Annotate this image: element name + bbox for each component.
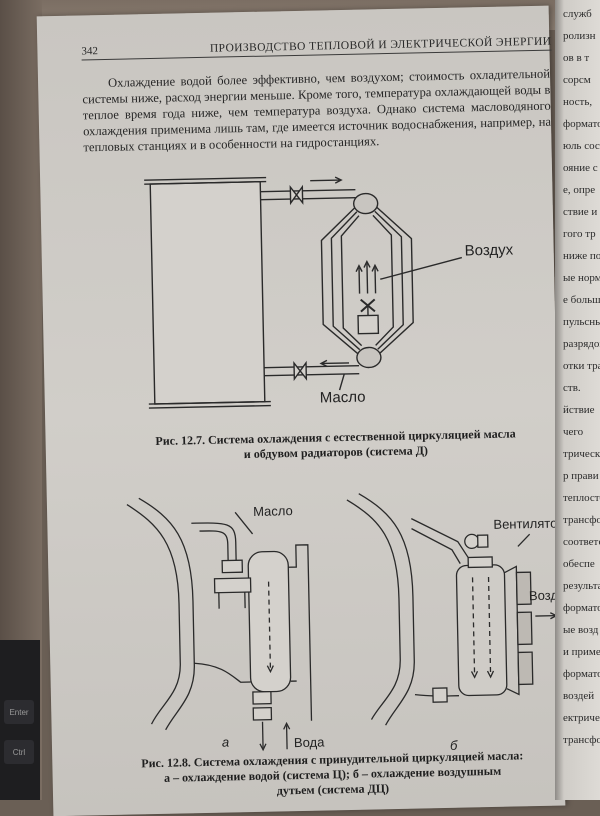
valve-top — [290, 187, 302, 203]
label-oil: Масло — [320, 389, 366, 407]
valve-bottom — [294, 363, 306, 379]
label-air: Воздух — [465, 241, 514, 259]
pump-a — [215, 578, 251, 593]
adjacent-page-text: форматор — [563, 668, 600, 680]
figure-12-7: Воздух Масло — [140, 163, 565, 432]
page-number: 342 — [81, 45, 98, 57]
air-cooler — [456, 565, 507, 696]
adjacent-page-text: чего — [563, 426, 583, 438]
adjacent-page-text: воздей — [563, 690, 594, 702]
adjacent-page-text: форматор — [563, 602, 600, 614]
lower-collector — [357, 347, 381, 367]
adjacent-page-text: пульсны — [563, 316, 600, 328]
label-water-a: Вода — [294, 734, 326, 750]
adjacent-page-text: ность, — [563, 96, 592, 108]
valve-a-top — [222, 560, 242, 572]
body-text: Охлаждение водой более эффективно, чем в… — [82, 66, 552, 156]
adjacent-page-text: р прави — [563, 470, 599, 482]
figure-12-8: Масло Вода Вентилятор Воздух а б — [117, 475, 583, 765]
adjacent-page-text: соответству — [563, 536, 600, 548]
adjacent-page-text: йствие — [563, 404, 595, 416]
adjacent-page-text: ниже пов — [563, 250, 600, 262]
adjacent-page-text: сорсм — [563, 74, 591, 86]
fan-housing-3 — [518, 652, 533, 684]
adjacent-page-text: отки тра — [563, 360, 600, 372]
valve-a-bottom — [253, 692, 271, 704]
adjacent-page-text: е, опре — [563, 184, 595, 196]
adjacent-page-edge: служб ролизн ов в т сорсм ность, форматор юль … — [555, 0, 600, 800]
upper-oil-pipe — [260, 190, 355, 192]
keyboard-key: Enter — [4, 700, 34, 724]
oil-pump-b — [465, 534, 479, 548]
adjacent-page-text: гого тр — [563, 228, 596, 240]
adjacent-page-text: трансфор — [563, 514, 600, 526]
adjacent-page-text: форматор — [563, 118, 600, 130]
air-arrows-icon — [356, 261, 379, 293]
adjacent-page-text: ектрического — [563, 712, 600, 724]
adjacent-page-text: ов в т — [563, 52, 589, 64]
upper-collector — [353, 193, 377, 213]
adjacent-page-text: теплостой — [563, 492, 600, 504]
adjacent-page-text: результат — [563, 580, 600, 592]
paragraph: Охлаждение водой более эффективно, чем в… — [82, 66, 552, 156]
keyboard-key: Ctrl — [4, 740, 34, 764]
adjacent-page-text: ствие и — [563, 206, 597, 218]
adjacent-page-text: ролизн — [563, 30, 595, 42]
subfigure-a-label: а — [222, 735, 230, 750]
adjacent-page-text: ояние с — [563, 162, 598, 174]
adjacent-page-text: ые норма — [563, 272, 600, 284]
adjacent-page-text: и примесе — [563, 646, 600, 658]
adjacent-page-text: юль сост — [563, 140, 600, 152]
tank-wall-b — [347, 493, 416, 726]
adjacent-page-text: обеспе — [563, 558, 595, 570]
adjacent-page-text: трическая — [563, 448, 600, 460]
lower-oil-pipe — [264, 366, 359, 368]
adjacent-page-text: е больш — [563, 294, 600, 306]
adjacent-page-text: служб — [563, 8, 592, 20]
adjacent-page-text: ые возд — [563, 624, 598, 636]
label-oil-a: Масло — [253, 503, 293, 519]
fan-housing-2 — [517, 612, 532, 644]
transformer-tank — [150, 182, 265, 404]
page-header: 342 ПРОИЗВОДСТВО ТЕПЛОВОЙ И ЭЛЕКТРИЧЕСКО… — [81, 36, 551, 61]
figure-12-8-caption: Рис. 12.8. Система охлаждения с принудит… — [92, 747, 573, 802]
adjacent-page-text: разрядов — [563, 338, 600, 350]
book-page: 342 ПРОИЗВОДСТВО ТЕПЛОВОЙ И ЭЛЕКТРИЧЕСКО… — [37, 6, 566, 816]
running-title: ПРОИЗВОДСТВО ТЕПЛОВОЙ И ЭЛЕКТРИЧЕСКОЙ ЭН… — [210, 36, 552, 55]
keyboard: Enter Ctrl — [0, 640, 40, 800]
fan-motor — [358, 315, 378, 333]
valve-b-bottom — [433, 688, 447, 702]
adjacent-page-text: ств. — [563, 382, 581, 394]
tank-wall-a — [127, 497, 196, 730]
adjacent-page-text: трансфор — [563, 734, 600, 746]
